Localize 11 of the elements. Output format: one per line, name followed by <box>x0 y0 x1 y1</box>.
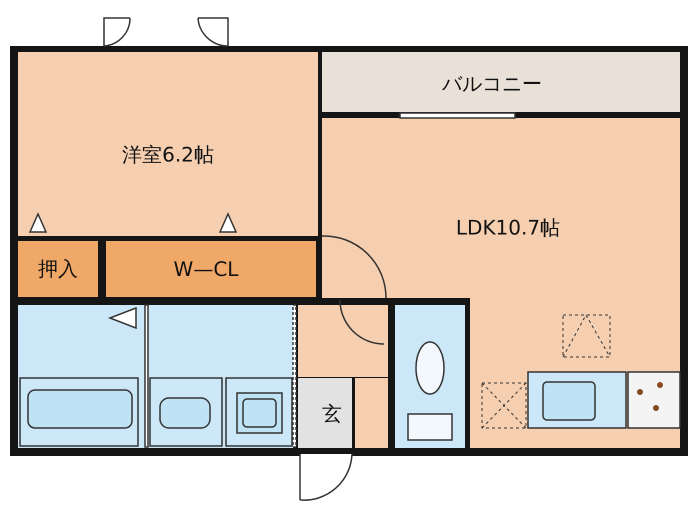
room-label: 押入 <box>38 256 78 282</box>
room-area <box>106 241 316 297</box>
room-label: LDK10.7帖 <box>456 214 560 242</box>
room-label: バルコニー <box>442 70 542 98</box>
room-area <box>298 378 352 448</box>
room-area <box>18 52 318 236</box>
room-area <box>18 241 98 297</box>
room-area <box>322 52 680 112</box>
room-label: 玄 <box>322 400 342 428</box>
room-label: 洋室6.2帖 <box>122 142 214 168</box>
room-label: W—CL <box>174 257 238 281</box>
